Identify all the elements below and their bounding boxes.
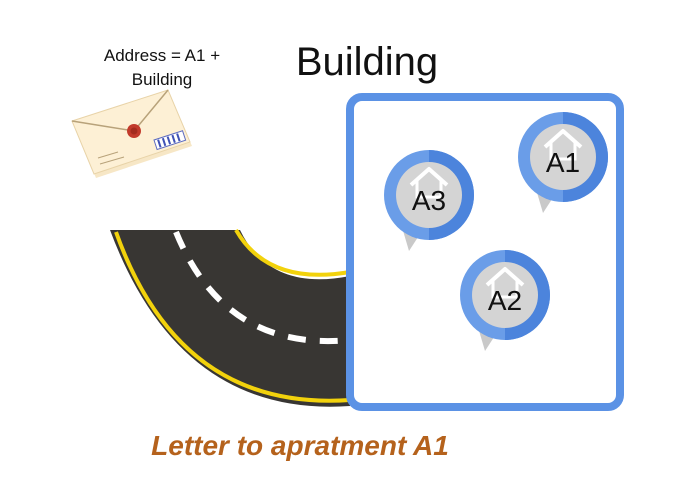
house-icon xyxy=(409,167,449,199)
building-title: Building xyxy=(295,40,439,84)
location-pin-icon: A2 xyxy=(460,250,550,351)
location-pin-icon: A1 xyxy=(518,112,608,213)
envelope-icon xyxy=(71,89,192,178)
apartment-label-a3: A3 xyxy=(412,185,446,216)
road xyxy=(110,229,351,407)
location-pin-icon: A3 xyxy=(384,150,474,251)
house-icon xyxy=(485,267,525,299)
caption: Letter to apratment A1 xyxy=(151,430,449,461)
road-center-dashes xyxy=(173,230,351,344)
address-line-2: Building xyxy=(131,70,193,89)
apartment-label-a2: A2 xyxy=(488,285,522,316)
stamp-barcode-icon xyxy=(153,130,187,151)
apartment-label-a1: A1 xyxy=(546,147,580,178)
envelope-address: Address = A1 + Building xyxy=(92,44,232,92)
house-icon xyxy=(543,129,583,161)
address-line-1: Address = A1 + xyxy=(103,46,221,65)
